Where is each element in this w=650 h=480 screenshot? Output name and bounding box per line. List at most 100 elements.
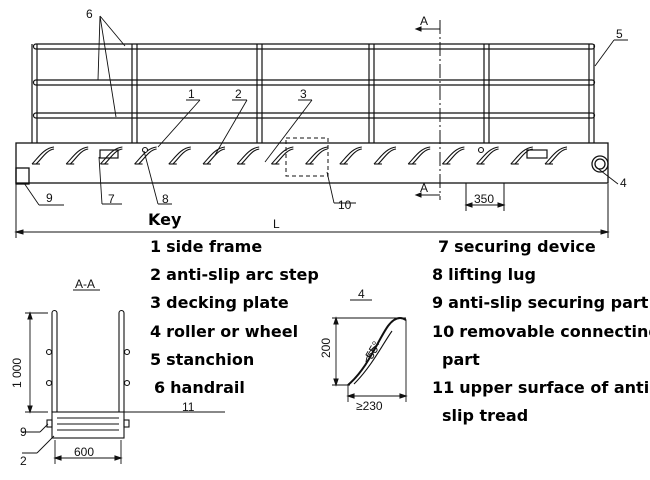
dimension-350 — [464, 183, 506, 211]
callout-3: 3 — [300, 87, 307, 101]
key-item-text: roller or wheel — [166, 321, 299, 341]
key-item-text: anti-slip arc step — [166, 265, 319, 285]
section-line — [414, 20, 441, 200]
stanchions — [31, 44, 595, 143]
key-item-number: 9 — [432, 293, 444, 313]
key-item-text: removable connecting — [459, 321, 650, 341]
key-item-text: stanchion — [166, 349, 255, 369]
callout-8: 8 — [162, 192, 169, 206]
callout-5: 5 — [616, 27, 623, 41]
dimension-600-label: 600 — [74, 445, 94, 459]
removable-connecting-part — [285, 137, 329, 177]
arc-step-6 — [202, 146, 226, 165]
key-item-text: anti-slip securing part — [448, 293, 649, 313]
detail-view-arc-step — [332, 299, 408, 402]
anti-slip-arc-steps — [31, 146, 568, 165]
lifting-lug-right — [477, 146, 485, 154]
key-item-number: 5 — [150, 349, 162, 369]
section-view-a-a — [22, 289, 225, 464]
section-mark-bottom: A — [420, 181, 428, 195]
callout-9: 9 — [46, 191, 53, 205]
key-item-number: 6 — [154, 378, 166, 397]
callout-2: 2 — [235, 87, 242, 101]
arc-step-7 — [236, 146, 260, 165]
section-title: A-A — [75, 277, 95, 291]
callout-1: 1 — [188, 87, 195, 101]
arc-step-2 — [65, 146, 89, 165]
callout-2-section: 2 — [20, 454, 27, 468]
section-mark-top: A — [420, 14, 428, 28]
key-item-number: 4 — [150, 321, 162, 341]
arc-step-16 — [544, 146, 568, 165]
key-item-text: slip tread — [442, 406, 529, 426]
key-item-text: handrail — [170, 378, 245, 397]
key-item-text: decking plate — [166, 293, 289, 313]
key-item-number: 7 — [438, 237, 450, 256]
roller-wheel — [591, 155, 609, 173]
key-item-text: upper surface of anti- — [459, 378, 650, 397]
key-item-text: lifting lug — [448, 265, 536, 285]
key-item-number: 1 — [150, 237, 162, 256]
lifting-lugs — [141, 146, 485, 154]
securing-device-right — [526, 149, 548, 159]
key-item-text: securing device — [454, 237, 596, 256]
lifting-lug-left — [141, 146, 149, 154]
handrail-assembly — [31, 43, 596, 143]
dimension-350-label: 350 — [474, 192, 494, 206]
angle-label: 55° — [362, 339, 383, 362]
key-item-number: 2 — [150, 265, 162, 285]
callout-4: 4 — [620, 176, 627, 190]
arc-step-13 — [442, 146, 465, 165]
dimension-200-label: 200 — [319, 338, 333, 358]
detail-title: 4 — [358, 287, 365, 301]
dimension-1000-label: 1 000 — [10, 358, 24, 388]
arc-step-9 — [305, 146, 328, 165]
arc-step-14 — [476, 146, 499, 165]
arc-step-11 — [373, 146, 397, 165]
key-title: Key — [148, 210, 182, 229]
callout-6: 6 — [86, 7, 93, 21]
section-view-labels: A-A 1 000 600 9 2 11 — [10, 277, 195, 468]
arc-step-5 — [168, 146, 191, 165]
key-item: part — [442, 350, 480, 370]
leader-lines — [23, 15, 628, 206]
arc-step-3 — [100, 146, 123, 165]
key-item-number: 11 — [432, 378, 455, 397]
side-frame — [15, 142, 609, 185]
callout-11: 11 — [182, 400, 195, 414]
callout-10: 10 — [338, 198, 352, 212]
key-item-text: part — [442, 349, 480, 369]
callout-labels: 6 1 2 3 5 4 9 7 8 10 A A 350 L — [46, 7, 627, 231]
dimension-230-label: ≥230 — [356, 399, 383, 413]
key-item-text: side frame — [166, 237, 263, 256]
arc-step-10 — [339, 146, 362, 165]
key-item-number: 8 — [432, 265, 444, 285]
key-item: slip tread — [442, 406, 528, 426]
key-item-number: 10 — [432, 321, 455, 341]
arc-step-12 — [407, 146, 431, 165]
callout-9-section: 9 — [20, 425, 27, 439]
key-item-number: 3 — [150, 293, 162, 313]
handrail — [32, 43, 596, 119]
callout-7: 7 — [108, 192, 115, 206]
dimension-L — [14, 184, 610, 238]
securing-devices — [99, 149, 548, 159]
dimension-L-label: L — [273, 217, 280, 231]
arc-step-1 — [31, 146, 55, 165]
arc-step-4 — [134, 146, 157, 165]
detail-view-labels: 4 200 55° ≥230 — [319, 287, 384, 413]
securing-device-left — [99, 149, 119, 159]
